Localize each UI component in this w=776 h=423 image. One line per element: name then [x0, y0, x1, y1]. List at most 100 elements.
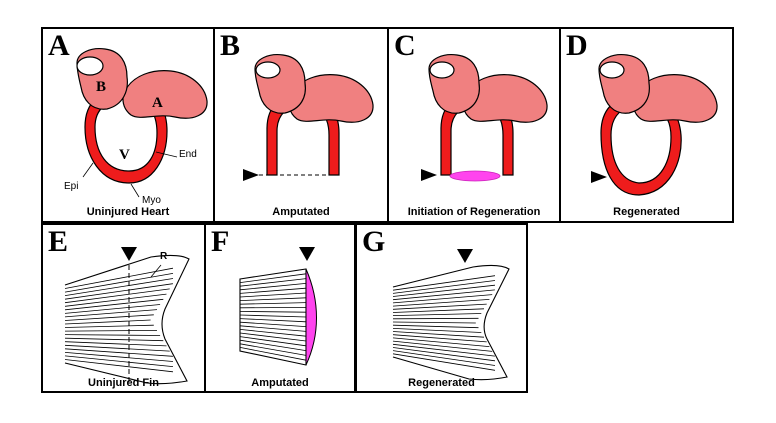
ventricle-label: V [119, 147, 130, 163]
fin-ray [239, 278, 307, 287]
panel-caption: Uninjured Fin [88, 377, 159, 389]
arrowhead-pointer [243, 169, 259, 181]
fin-ray [64, 319, 151, 325]
fin-ray [64, 330, 158, 332]
regeneration-blastema [305, 268, 317, 366]
panel-a-uninjured-heart: A B A V End Epi Myo Uninjured Heart [41, 27, 215, 223]
fin-ray [64, 293, 167, 307]
arrowhead-pointer [591, 171, 607, 183]
heart-illustration [421, 54, 548, 182]
panel-letter: F [211, 225, 230, 258]
fin-ray [64, 288, 170, 304]
fin-ray [392, 308, 485, 313]
arrowhead-pointer [421, 169, 437, 181]
fin-ray [64, 334, 161, 336]
fin-ray [239, 297, 307, 301]
fin-ray [239, 347, 307, 361]
panel-letter: A [48, 29, 70, 62]
fin-ray [392, 289, 495, 301]
fin-ray [64, 341, 167, 347]
panel-caption: Regenerated [613, 206, 680, 218]
fin-ray [392, 275, 496, 291]
myocardium-label: Myo [142, 195, 161, 206]
fin-ray [239, 302, 307, 305]
fin-ray [392, 299, 490, 307]
panel-letter: B [220, 29, 241, 62]
panel-caption: Regenerated [408, 377, 475, 389]
fin-ray [392, 324, 479, 329]
fin-ray [64, 283, 173, 300]
atrium [288, 74, 374, 123]
fin-ray [239, 343, 307, 356]
heart-illustration [76, 48, 208, 198]
atrium [462, 74, 548, 123]
panel-caption: Amputated [251, 377, 309, 389]
panel-e-uninjured-fin: E R Uninjured Fin [41, 223, 206, 393]
fin-outline [392, 264, 510, 381]
fin-ray [64, 304, 161, 314]
fin-ray [239, 292, 307, 298]
fin-ray [239, 339, 307, 351]
heart-illustration [243, 54, 374, 181]
fin-illustration [239, 247, 317, 366]
fin-ray [64, 267, 174, 289]
fin-ray [64, 324, 154, 328]
atrium [632, 74, 718, 123]
fin-ray [392, 280, 496, 294]
fin-ray [64, 337, 164, 342]
outflow-opening [76, 56, 104, 76]
fin-ray [239, 336, 307, 347]
panel-letter: E [48, 225, 69, 258]
fin-ray [239, 283, 307, 291]
panel-d-regenerated-heart: D Regenerated [559, 27, 734, 223]
fin-ray [64, 344, 170, 352]
fin-ray [239, 273, 307, 283]
fin-ray [392, 350, 496, 366]
fin-ray [392, 334, 487, 343]
fin-ray [392, 284, 496, 297]
atrium-label: A [152, 95, 163, 111]
fin-ray [392, 328, 482, 333]
fin-ray [239, 325, 307, 332]
arrowhead-pointer [299, 247, 315, 261]
fin-rays [392, 275, 496, 371]
fin-ray [64, 314, 154, 321]
fin-ray [392, 343, 495, 357]
arrowhead-pointer [457, 249, 473, 263]
fin-ray [392, 321, 476, 324]
fin-ray [239, 314, 307, 318]
fin-ray [392, 347, 496, 362]
fin-illustration [64, 247, 190, 385]
fin-ray [392, 294, 493, 304]
fin-ray [392, 317, 479, 320]
panel-caption: Amputated [272, 206, 330, 218]
fin-ray [64, 309, 158, 318]
fin-ray [392, 353, 496, 371]
fin-ray [239, 329, 307, 337]
endocardium-label: End [179, 149, 197, 160]
panel-letter: D [566, 29, 588, 62]
fin-ray [392, 337, 490, 347]
fin-ray [64, 352, 174, 362]
fin-ray [64, 355, 174, 367]
fin-ray [392, 340, 493, 352]
fin-ray [239, 318, 307, 323]
fin-ray [392, 313, 482, 316]
fin-ray [239, 321, 307, 327]
fin-ray [64, 273, 174, 293]
fin-ray [64, 278, 174, 296]
panel-c-initiation-of-regeneration: C Initiation of Regeneration [387, 27, 561, 223]
fin-ray [64, 348, 173, 357]
panel-caption: Initiation of Regeneration [407, 206, 541, 218]
fin-outline [64, 254, 190, 385]
fin-illustration [392, 249, 510, 381]
arrowhead-pointer [121, 247, 137, 261]
outflow-opening [255, 61, 281, 79]
fin-ray [239, 311, 307, 313]
regeneration-clot [449, 170, 501, 182]
panel-letter: C [394, 29, 416, 62]
panel-f-amputated-fin: F Amputated [204, 223, 356, 393]
atrium [122, 70, 208, 119]
panel-letter: G [362, 225, 386, 258]
fin-ray [64, 298, 164, 311]
